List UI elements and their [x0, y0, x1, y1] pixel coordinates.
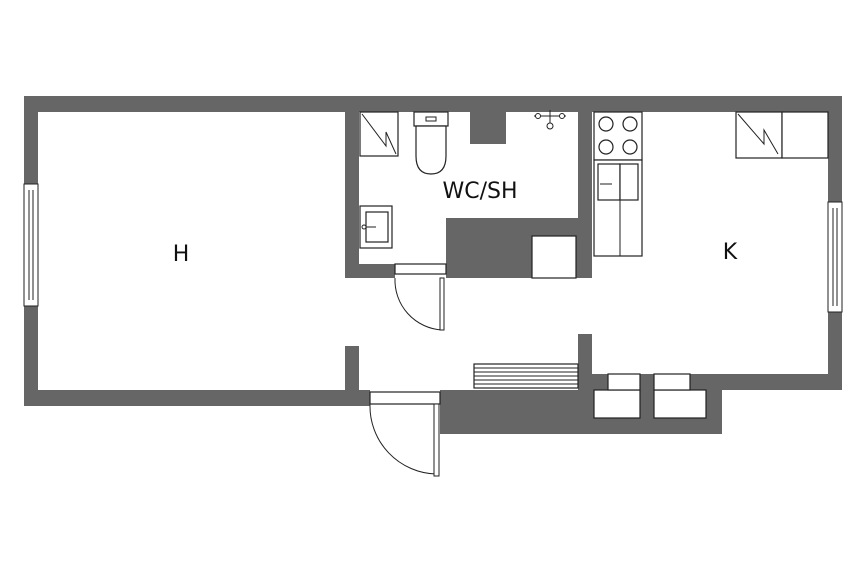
room-label-living: H — [173, 242, 190, 267]
kitchen-ventilation-box — [735, 111, 783, 159]
living-bath-wall-upper — [345, 96, 359, 278]
window-right — [827, 201, 843, 313]
room-label-kitchen: K — [723, 240, 738, 265]
kitchen-sink-icon — [593, 159, 643, 257]
radiator-icon — [473, 363, 579, 389]
notch-right — [708, 374, 722, 434]
kitchen-counter — [781, 111, 829, 159]
room-label-bathroom: WC/SH — [442, 179, 517, 204]
left-wall-upper — [24, 96, 38, 184]
left-wall-lower — [24, 306, 38, 406]
window-left — [23, 183, 39, 307]
entrance-door — [369, 391, 441, 477]
hall-kitchen-wall-lower — [578, 334, 592, 390]
toilet-icon — [413, 111, 449, 175]
bathroom-door — [394, 263, 447, 331]
top-wall — [24, 96, 842, 112]
shower-icon — [534, 110, 566, 130]
interior-walls — [345, 96, 592, 406]
bath-kitchen-wall — [578, 96, 592, 278]
living-hall-wall-lower — [345, 346, 359, 406]
bath-ventilation-box — [359, 111, 399, 157]
bath-top-pillar — [470, 96, 506, 144]
kitchen-bottom-notch — [580, 374, 722, 390]
bath-sink-icon — [359, 205, 393, 249]
right-wall-lower — [828, 312, 842, 388]
bottom-wall-living — [24, 390, 370, 406]
right-wall-upper — [828, 96, 842, 202]
stove-icon — [593, 111, 643, 161]
bath-bottom-wall-left — [345, 264, 395, 278]
bath-cabinet — [531, 235, 577, 279]
closet-right — [653, 373, 707, 419]
bottom-wall-kitchen — [694, 374, 842, 390]
closet-left — [593, 373, 641, 419]
